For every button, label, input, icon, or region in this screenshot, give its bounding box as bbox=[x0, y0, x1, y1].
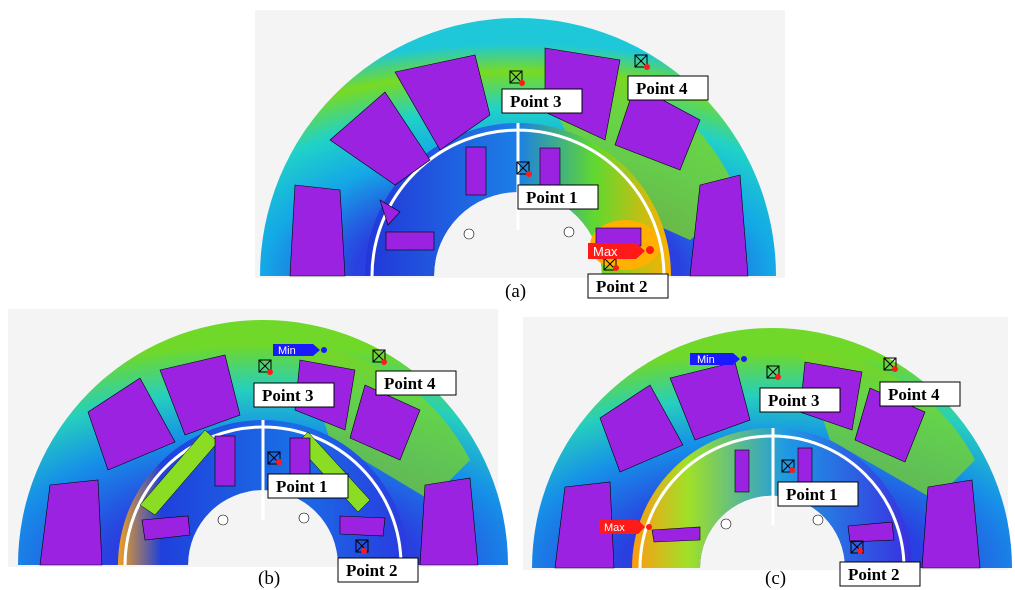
point-4-marker bbox=[372, 349, 387, 365]
svg-text:Point 3: Point 3 bbox=[768, 391, 819, 410]
point-4-label: Point 4 bbox=[627, 75, 709, 101]
min-label: Min bbox=[697, 354, 715, 366]
point-4-marker bbox=[634, 54, 650, 70]
point-4-label: Point 4 bbox=[375, 370, 457, 396]
point-2-marker bbox=[850, 540, 864, 554]
svg-text:Point 4: Point 4 bbox=[636, 79, 688, 98]
caption-c: (c) bbox=[765, 568, 786, 589]
point-2-label: Point 2 bbox=[337, 557, 419, 583]
rotor-hole-left bbox=[463, 228, 475, 240]
point-2-marker bbox=[603, 257, 619, 271]
point-1-label: Point 1 bbox=[267, 473, 349, 499]
svg-text:Point 3: Point 3 bbox=[262, 386, 313, 405]
point-4-marker bbox=[883, 357, 898, 372]
rotor-hole-right bbox=[812, 514, 824, 526]
rotor-magnets bbox=[651, 447, 895, 543]
stator-magnets bbox=[289, 47, 749, 277]
point-1-label: Point 1 bbox=[517, 184, 599, 210]
point-4-label: Point 4 bbox=[879, 381, 961, 407]
max-flag: Max bbox=[599, 520, 652, 534]
min-label: Min bbox=[278, 345, 296, 357]
panel-c: Min Max Point 3 bbox=[523, 317, 1012, 589]
rotor-hole-right bbox=[563, 226, 575, 238]
point-3-label: Point 3 bbox=[759, 387, 841, 413]
point-3-label: Point 3 bbox=[253, 382, 335, 408]
point-3-marker bbox=[509, 70, 525, 86]
point-2-label: Point 2 bbox=[839, 561, 921, 587]
svg-text:Point 1: Point 1 bbox=[786, 485, 837, 504]
panel-a: Max Point 3 Point 4 Point 1 Point 2 (a) bbox=[255, 10, 785, 302]
point-1-label: Point 1 bbox=[777, 481, 859, 507]
svg-text:Point 2: Point 2 bbox=[848, 565, 899, 584]
max-label: Max bbox=[604, 522, 625, 534]
caption-b: (b) bbox=[258, 568, 280, 589]
stator-magnets bbox=[554, 361, 981, 569]
point-1-marker bbox=[516, 161, 532, 177]
svg-text:Point 1: Point 1 bbox=[526, 188, 577, 207]
rotor-magnets bbox=[379, 146, 642, 251]
svg-text:Point 1: Point 1 bbox=[276, 477, 327, 496]
point-2-label: Point 2 bbox=[587, 273, 669, 299]
svg-text:Point 2: Point 2 bbox=[596, 277, 647, 296]
point-1-marker bbox=[267, 451, 282, 465]
max-flag: Max bbox=[588, 243, 654, 259]
rotor-core bbox=[632, 428, 912, 568]
point-1-marker bbox=[781, 459, 795, 473]
point-3-label: Point 3 bbox=[501, 88, 583, 114]
rotor-hole-right bbox=[298, 512, 310, 524]
point-3-marker bbox=[766, 365, 781, 380]
point-3-marker bbox=[258, 359, 273, 375]
max-label: Max bbox=[593, 244, 618, 259]
svg-text:Point 4: Point 4 bbox=[384, 374, 436, 393]
rotor-hole-left bbox=[720, 518, 732, 530]
svg-text:Point 2: Point 2 bbox=[346, 561, 397, 580]
rotor-magnets bbox=[141, 435, 386, 541]
point-2-marker bbox=[355, 539, 369, 554]
min-flag: Min bbox=[690, 353, 747, 366]
min-flag: Min bbox=[273, 344, 327, 357]
panel-b: Min Point 3 Point 4 bbox=[8, 309, 508, 589]
svg-text:Point 3: Point 3 bbox=[510, 92, 561, 111]
svg-text:Point 4: Point 4 bbox=[888, 385, 940, 404]
caption-a: (a) bbox=[505, 281, 526, 302]
rotor-hole-left bbox=[217, 514, 229, 526]
stator-magnets bbox=[39, 354, 479, 566]
